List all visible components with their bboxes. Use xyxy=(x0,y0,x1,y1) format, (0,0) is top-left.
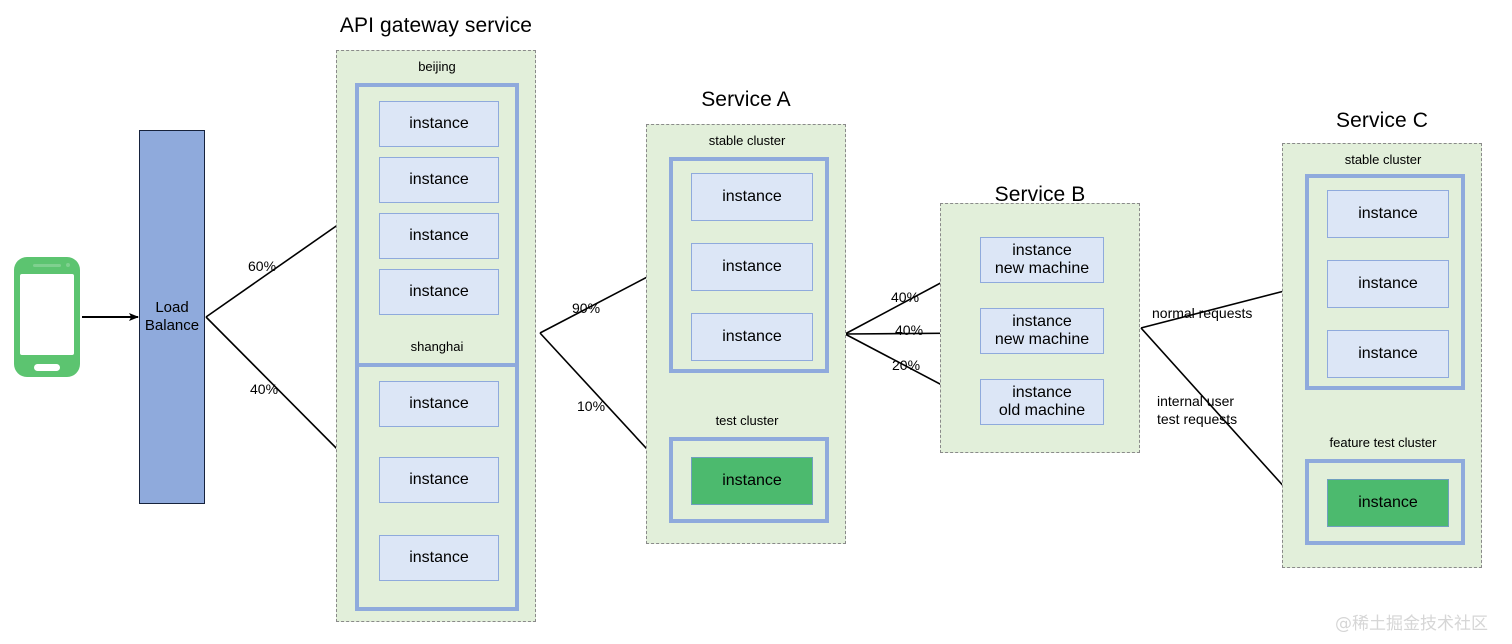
instance-box[interactable]: instance new machine xyxy=(980,308,1104,354)
cluster-label-test-a: test cluster xyxy=(715,413,779,428)
edge-label-lb-to-shanghai: 40% xyxy=(250,381,279,397)
cluster-beijing: instance instance instance instance xyxy=(355,83,519,383)
group-title-service-c: Service C xyxy=(1336,109,1428,132)
cluster-label-feature-test-c: feature test cluster xyxy=(1329,435,1437,450)
instance-box-green[interactable]: instance xyxy=(1327,479,1449,527)
edge-label-gateway-to-stable-a: 90% xyxy=(572,300,601,316)
instance-box-green[interactable]: instance xyxy=(691,457,813,505)
phone-home-button-icon xyxy=(34,364,60,371)
instance-box[interactable]: instance xyxy=(1327,190,1449,238)
instance-box[interactable]: instance xyxy=(379,101,499,147)
group-title-api-gateway: API gateway service xyxy=(339,14,533,37)
instance-box[interactable]: instance xyxy=(379,157,499,203)
cluster-stable-c: instance instance instance xyxy=(1305,174,1465,390)
edge-label-b-to-c-normal: normal requests xyxy=(1152,305,1253,321)
group-service-a: stable cluster instance instance instanc… xyxy=(646,124,846,544)
instance-box[interactable]: instance xyxy=(379,457,499,503)
edge-label-lb-to-beijing: 60% xyxy=(248,258,277,274)
cluster-label-stable-a: stable cluster xyxy=(708,133,786,148)
edge-label-a-to-b-1: 40% xyxy=(891,289,920,305)
cluster-feature-test-c: instance xyxy=(1305,459,1465,545)
instance-box[interactable]: instance new machine xyxy=(980,237,1104,283)
group-service-c: stable cluster instance instance instanc… xyxy=(1282,143,1482,568)
cluster-shanghai: instance instance instance xyxy=(355,363,519,611)
cluster-stable-a: instance instance instance xyxy=(669,157,829,373)
edge-label-a-to-b-2: 40% xyxy=(895,322,924,338)
group-title-service-a: Service A xyxy=(701,88,791,111)
group-api-gateway: beijing instance instance instance insta… xyxy=(336,50,536,622)
instance-box[interactable]: instance xyxy=(1327,330,1449,378)
cluster-label-stable-c: stable cluster xyxy=(1344,152,1422,167)
group-service-b: instance new machine instance new machin… xyxy=(940,203,1140,453)
instance-box[interactable]: instance xyxy=(1327,260,1449,308)
edge-label-a-to-b-3: 20% xyxy=(892,357,921,373)
instance-box[interactable]: instance xyxy=(691,313,813,361)
instance-box[interactable]: instance xyxy=(691,243,813,291)
load-balancer-node[interactable]: Load Balance xyxy=(139,130,205,504)
edge-label-b-to-c-test: internal user test requests xyxy=(1157,393,1238,427)
watermark: @稀土掘金技术社区 xyxy=(1335,614,1488,634)
group-title-service-b: Service B xyxy=(994,183,1086,206)
instance-box[interactable]: instance xyxy=(379,213,499,259)
instance-box[interactable]: instance xyxy=(379,381,499,427)
load-balancer-label: Load Balance xyxy=(144,299,200,334)
cluster-label-beijing: beijing xyxy=(418,59,456,74)
phone-speaker-icon xyxy=(33,264,61,267)
phone-camera-icon xyxy=(66,263,70,267)
instance-box[interactable]: instance xyxy=(379,535,499,581)
instance-box[interactable]: instance xyxy=(691,173,813,221)
instance-box[interactable]: instance old machine xyxy=(980,379,1104,425)
cluster-test-a: instance xyxy=(669,437,829,523)
instance-box[interactable]: instance xyxy=(379,269,499,315)
edge-label-gateway-to-test-a: 10% xyxy=(577,398,606,414)
phone-screen xyxy=(20,274,74,355)
cluster-label-shanghai: shanghai xyxy=(410,339,464,354)
mobile-phone-icon xyxy=(14,257,80,377)
